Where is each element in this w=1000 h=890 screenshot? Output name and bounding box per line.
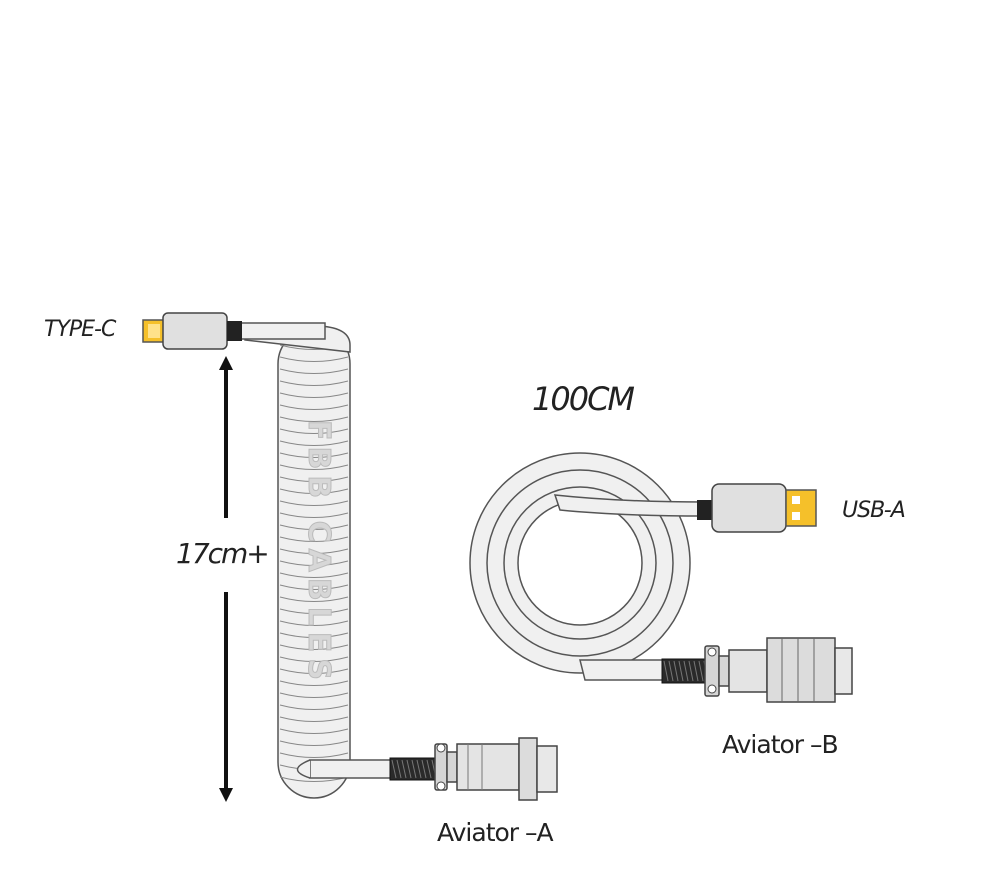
aviator-a-knurl	[391, 759, 437, 779]
coil-ridge	[279, 452, 349, 458]
aviator-b-connector	[661, 637, 853, 703]
coil-ridge	[279, 560, 349, 566]
type-c-label: TYPE-C	[44, 317, 116, 342]
coil-ridge	[279, 380, 349, 386]
coil-ridge	[279, 680, 349, 686]
coil-ridge	[279, 572, 349, 578]
coil-ridge	[279, 644, 349, 650]
length-arrow	[219, 356, 233, 802]
type-c-connector	[142, 312, 242, 350]
knurl-line	[406, 759, 412, 779]
coil-ridge	[279, 404, 349, 410]
coil-ridge	[279, 692, 349, 698]
coil-ridge	[279, 536, 349, 542]
coil-length-label: 17cm+	[174, 537, 270, 570]
knurl-line	[698, 660, 704, 682]
aviator-a-label: Aviator –A	[437, 818, 554, 847]
coil-ridge	[279, 656, 349, 662]
coil-ridge	[279, 596, 349, 602]
knurl-line	[668, 660, 674, 682]
knurl-line	[421, 759, 427, 779]
knurl-line	[673, 660, 679, 682]
knurl-line	[683, 660, 689, 682]
coil-ridge	[279, 740, 349, 746]
looped-cable	[469, 452, 706, 681]
coil-ridge	[279, 584, 349, 590]
knurl-line	[426, 759, 432, 779]
type-c-housing	[162, 312, 228, 350]
coil-ridge	[279, 500, 349, 506]
knurl-line	[688, 660, 694, 682]
type-c-strain-relief	[227, 321, 242, 341]
coil-ridge	[279, 512, 349, 518]
cable-top-straight	[239, 322, 326, 340]
coil-ridge	[279, 440, 349, 446]
coil-ridge	[279, 356, 349, 362]
coil-ridge	[279, 548, 349, 554]
knurl-line	[396, 759, 402, 779]
aviator-a-connector	[389, 737, 558, 801]
coil-ridge	[279, 632, 349, 638]
knurl-line	[391, 759, 397, 779]
knurl-line	[678, 660, 684, 682]
coil-ridge	[279, 620, 349, 626]
coil-ridge	[279, 428, 349, 434]
coil-ridge	[279, 476, 349, 482]
coil-ridge	[279, 524, 349, 530]
knurl-line	[411, 759, 417, 779]
knurl-line	[416, 759, 422, 779]
coil-ridge	[279, 752, 349, 758]
coil-ridge	[279, 704, 349, 710]
aviator-b-label: Aviator –B	[722, 730, 839, 759]
usb-a-label: USB-A	[842, 498, 906, 523]
knurl-line	[663, 660, 669, 682]
coil-ridge	[279, 488, 349, 494]
coil-ridge	[279, 416, 349, 422]
coil-ridge	[279, 668, 349, 674]
coil-ridge	[279, 392, 349, 398]
coil-ridge	[279, 716, 349, 722]
usb-a-connector	[697, 483, 817, 533]
brand-watermark: FBB CABLES	[301, 420, 337, 687]
cable-bottom-straight	[309, 759, 401, 779]
coil-ridge	[279, 608, 349, 614]
coil-ridge	[279, 368, 349, 374]
knurl-line	[693, 660, 699, 682]
coil-ridge	[279, 464, 349, 470]
knurl-line	[401, 759, 407, 779]
cable-length-label: 100CM	[532, 380, 635, 418]
coil-ridge	[279, 728, 349, 734]
